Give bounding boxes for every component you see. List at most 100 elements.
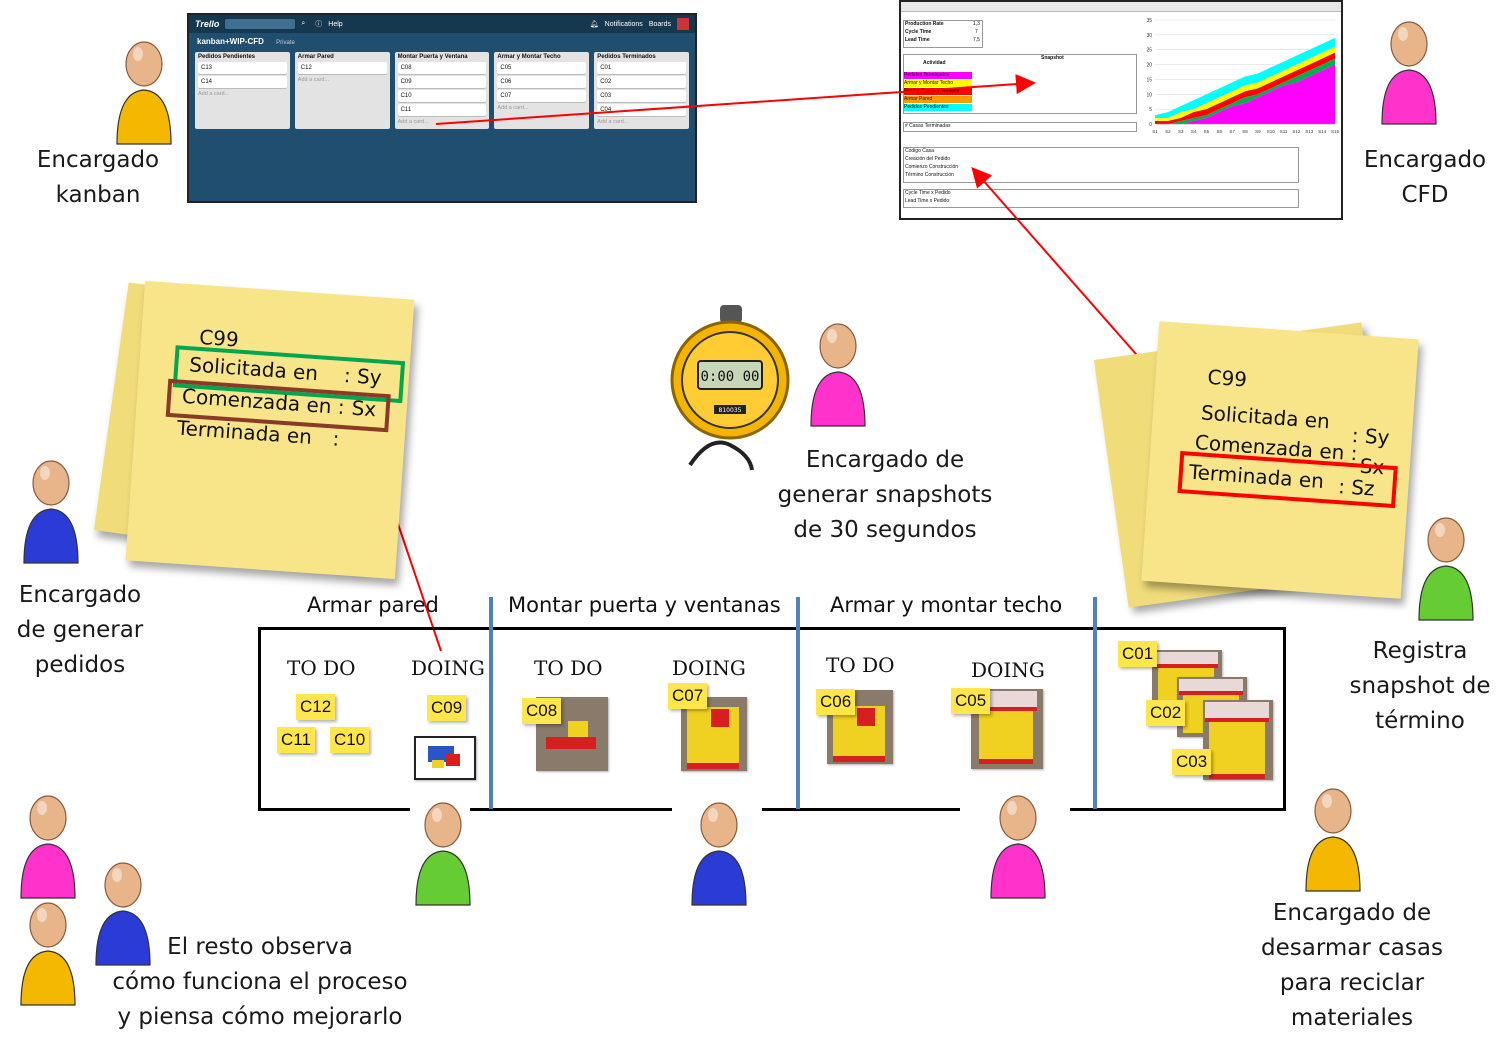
trello-topbar: Trello ⌕ ⓘ Help 🔔︎ Notifications Boards	[189, 15, 695, 33]
person-icon	[810, 323, 866, 427]
label-line: cómo funciona el proceso	[112, 969, 408, 995]
person-icon	[1381, 21, 1437, 125]
chart-x-tick-label: S9	[1255, 129, 1261, 134]
chart-y-tick-label: 10	[1146, 92, 1152, 98]
chart-x-tick-label: S6	[1217, 129, 1223, 134]
chart-y-tick-label: 5	[1149, 107, 1152, 113]
search-icon: ⌕	[301, 20, 306, 27]
trello-board-title: kanban+WIP-CFD	[197, 37, 264, 46]
trello-add-card[interactable]: Add a card...	[198, 91, 230, 97]
trello-board-header: kanban+WIP-CFD Private	[189, 33, 695, 50]
chart-x-tick-label: S13	[1305, 129, 1314, 134]
trello-add-card[interactable]: Add a card...	[497, 105, 529, 111]
col-doing-1: DOING	[411, 656, 485, 680]
excel-creacion-label: Creación del Pedido	[905, 156, 951, 162]
chart-y-tick-label: 0	[1149, 122, 1152, 128]
trello-card[interactable]: C13	[198, 62, 287, 74]
excel-casas-label: # Casas Terminadas	[905, 123, 951, 129]
tag-c08[interactable]: C08	[522, 698, 562, 724]
excel-casas-row	[903, 122, 1137, 132]
label-line: El resto observa	[167, 934, 353, 960]
chart-area-series	[1155, 37, 1335, 119]
excel-actividad-label: Actividad	[923, 60, 946, 66]
stopwatch-display: 0:00 00	[700, 369, 759, 385]
excel-snapshot-label: Snapshot	[1041, 55, 1064, 61]
trello-list-title: Armar Pared	[297, 54, 334, 60]
trello-card[interactable]: C12	[297, 62, 387, 74]
trello-list-title: Armar y Montar Techo	[497, 54, 561, 60]
trello-card[interactable]: C02	[597, 76, 686, 88]
label-encargado-desarmar: Encargado de desarmar casas para recicla…	[1252, 896, 1452, 1036]
trello-add-card[interactable]: Add a card...	[597, 119, 629, 125]
trello-card[interactable]: C10	[397, 90, 487, 102]
trello-logo: Trello	[195, 19, 220, 29]
info-icon: ⓘ	[315, 21, 323, 28]
excel-cycle-time-label: Cycle Time	[905, 29, 932, 35]
trello-card[interactable]: C03	[597, 90, 686, 102]
window-red	[857, 708, 875, 726]
label-encargado-cfd: Encargado CFD	[1355, 143, 1495, 213]
chart-y-tick-label: 35	[1146, 18, 1152, 24]
chart-x-tick-label: S1	[1152, 129, 1158, 134]
tag-c05[interactable]: C05	[951, 688, 991, 714]
trello-list-title: Montar Puerta y Ventana	[397, 54, 468, 60]
trello-card[interactable]: C11	[397, 104, 487, 116]
person-icon	[23, 460, 79, 564]
tag-c09[interactable]: C09	[427, 695, 467, 721]
note-left-line3-val: :	[331, 426, 341, 451]
excel-lead-pedido-label: Lead Time x Pedido	[905, 198, 950, 204]
label-line: pedidos	[34, 652, 126, 678]
trello-card[interactable]: C14	[198, 76, 287, 88]
tag-c11[interactable]: C11	[277, 727, 315, 753]
house-photo-c03	[1203, 700, 1273, 780]
roof	[1154, 652, 1218, 668]
trello-card[interactable]: C09	[397, 76, 487, 88]
excel-production-rate-label: Production Rate	[905, 21, 944, 27]
sticky-note-right: C99 Solicitada en : Sy Comenzada en : Sx…	[1141, 321, 1419, 599]
sticky-note-left: C99 Solicitada en : Sy Comenzada en : Sx…	[125, 280, 415, 580]
trello-add-card[interactable]: Add a card...	[297, 77, 329, 83]
tag-c12[interactable]: C12	[296, 694, 336, 720]
chart-x-tick-label: S15	[1331, 129, 1340, 134]
roof	[1179, 679, 1243, 695]
chart-x-tick-label: S14	[1318, 129, 1327, 134]
label-line: generar snapshots	[777, 482, 993, 508]
excel-cycle-pedido-label: Cycle Time x Pedido	[905, 190, 951, 196]
trello-card[interactable]: C05	[497, 62, 587, 74]
label-line: Encargado de	[1272, 900, 1432, 926]
excel-lead-time-label: Lead Time	[905, 37, 930, 43]
label-line: desarmar casas	[1261, 935, 1443, 961]
trello-card[interactable]: C07	[497, 90, 587, 102]
tag-c01[interactable]: C01	[1118, 641, 1158, 667]
stopwatch-icon: 0:00 00 810035	[670, 305, 790, 471]
col-todo-1: TO DO	[287, 656, 356, 680]
person-icon	[1305, 788, 1361, 892]
label-line: kanban	[55, 182, 141, 208]
trello-card[interactable]: C01	[597, 62, 686, 74]
person-icon	[95, 862, 151, 966]
note-left-line1-val: : Sy	[343, 363, 383, 390]
tag-c07[interactable]: C07	[668, 683, 708, 709]
excel-cycle-time: 7	[975, 29, 978, 35]
stage-armar-techo: Armar y montar techo	[830, 593, 1063, 617]
excel-times-table	[903, 189, 1299, 208]
excel-comienzo-label: Comienzo Construcción	[905, 164, 959, 170]
tag-c10[interactable]: C10	[330, 727, 370, 753]
trello-private-label: Private	[276, 40, 295, 46]
trello-add-card[interactable]: Add a card...	[397, 119, 429, 125]
excel-orders-table	[903, 147, 1299, 183]
tag-c02[interactable]: C02	[1146, 700, 1186, 726]
house-photo-c05	[971, 689, 1043, 769]
trello-list-title: Pedidos Terminados	[597, 54, 656, 60]
excel-production-rate: 1,3	[973, 21, 980, 27]
trello-card[interactable]: C06	[497, 76, 587, 88]
chart-area-series	[1155, 64, 1335, 124]
stage-armar-pared: Armar pared	[307, 593, 439, 617]
tag-c03[interactable]: C03	[1172, 749, 1212, 775]
trello-card[interactable]: C08	[397, 62, 487, 74]
label-encargado-pedidos: Encargado de generar pedidos	[5, 578, 155, 683]
roof	[1205, 702, 1269, 722]
tag-c06[interactable]: C06	[816, 689, 856, 715]
col-todo-2: TO DO	[534, 656, 603, 680]
stage-separator-3	[1093, 597, 1097, 809]
